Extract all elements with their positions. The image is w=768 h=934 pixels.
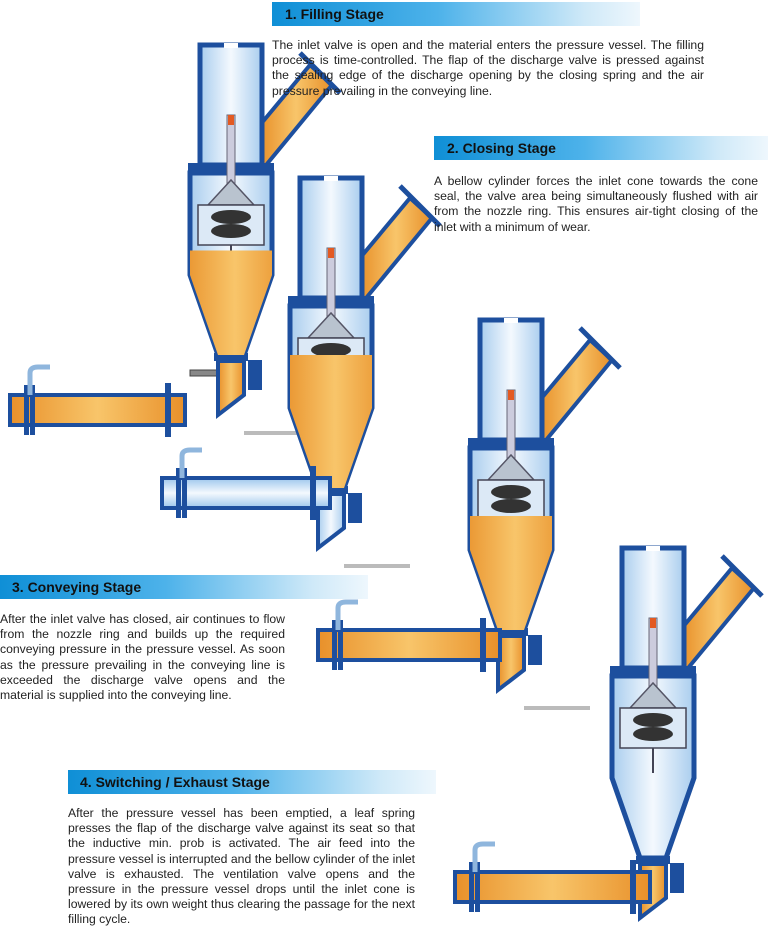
- inlet-pipe: [537, 337, 615, 451]
- stage-2-header: 2. Closing Stage: [434, 136, 768, 160]
- vessel-stage-4: [609, 545, 764, 923]
- conveying-line: [453, 841, 652, 914]
- stage-4-header: 4. Switching / Exhaust Stage: [68, 770, 436, 794]
- bellow-cylinder: [311, 343, 351, 357]
- conveying-line: [316, 599, 502, 672]
- valve-stem: [506, 389, 516, 461]
- inlet-pipe: [679, 565, 757, 679]
- stage-2-description: A bellow cylinder forces the inlet cone …: [434, 174, 758, 234]
- pipe-flange: [469, 862, 474, 912]
- air-inlet-pipe: [179, 447, 202, 478]
- conveying-line: [160, 447, 332, 520]
- bellow-cylinder: [633, 713, 673, 727]
- outlet: [216, 359, 246, 420]
- valve-stem: [648, 617, 658, 689]
- pipe-flange: [332, 620, 337, 670]
- stage-1-description: The inlet valve is open and the material…: [272, 38, 704, 98]
- bellow-cylinder: [491, 485, 531, 499]
- inlet-cylinder: [197, 42, 265, 168]
- valve-stem: [326, 247, 336, 319]
- bellow-cylinder: [211, 210, 251, 224]
- conveying-line: [8, 364, 187, 437]
- stage-1-header: 1. Filling Stage: [272, 2, 640, 26]
- stage-4-description: After the pressure vessel has been empti…: [68, 806, 415, 927]
- pipe-flange: [176, 468, 181, 518]
- stage-3-header: 3. Conveying Stage: [0, 575, 368, 599]
- inlet-pipe: [357, 195, 435, 309]
- stage-3-description: After the inlet valve has closed, air co…: [0, 612, 285, 703]
- air-inlet-pipe: [27, 364, 50, 395]
- valve-stem: [226, 114, 236, 186]
- outlet: [496, 634, 526, 695]
- air-inlet-pipe: [472, 841, 495, 872]
- pipe-flange: [24, 385, 29, 435]
- air-inlet-pipe: [335, 599, 358, 630]
